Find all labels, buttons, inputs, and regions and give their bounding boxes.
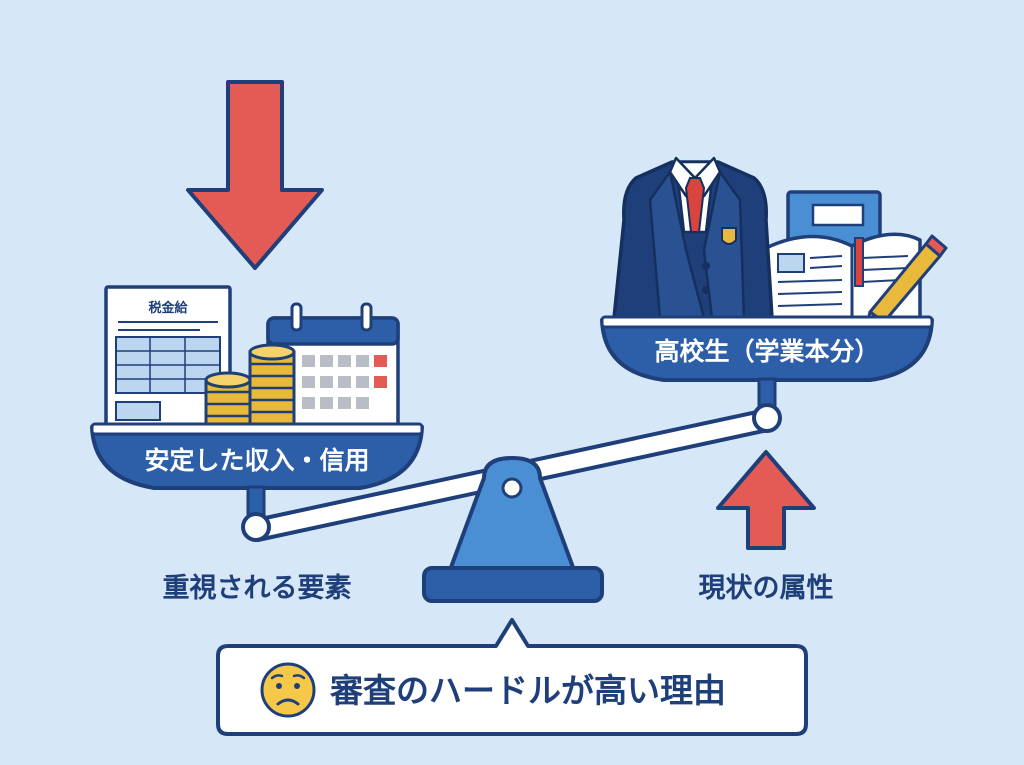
right-pan: 高校生（学業本分）: [600, 315, 934, 411]
left-pan: 安定した収入・信用: [90, 422, 424, 521]
left-pan-label: 安定した収入・信用: [144, 446, 369, 475]
up-arrow-icon: [716, 450, 816, 550]
down-arrow-icon: [186, 80, 324, 270]
callout-text: 審査のハードルが高い理由: [329, 671, 726, 710]
left-caption: 重視される要素: [163, 573, 352, 604]
coin-stack-icon: [204, 343, 296, 430]
document-title: 税金給: [148, 300, 188, 316]
callout-box: 審査のハードルが高い理由: [216, 618, 808, 736]
school-emblem-icon: [721, 227, 737, 245]
fulcrum: [422, 456, 604, 603]
school-blazer-icon: [612, 156, 774, 320]
necktie-icon: [684, 177, 706, 233]
left-pivot: [241, 512, 271, 542]
right-caption: 現状の属性: [699, 573, 834, 604]
right-pivot: [752, 403, 782, 433]
worried-face-icon: [260, 662, 316, 718]
tax-document-icon: 税金給: [104, 285, 232, 429]
right-pan-label: 高校生（学業本分）: [654, 337, 879, 366]
